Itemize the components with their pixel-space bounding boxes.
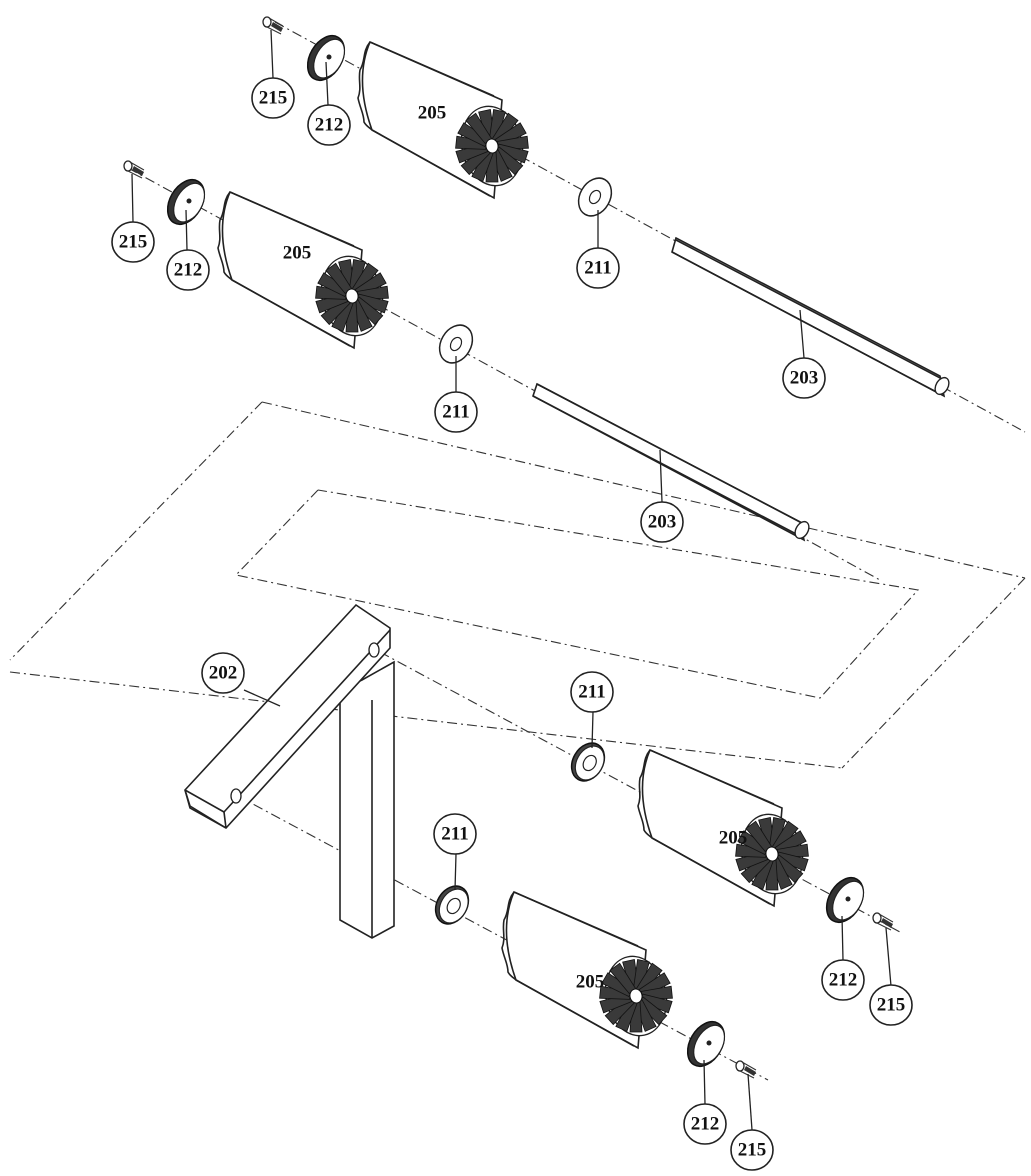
callout-205: 205 <box>719 828 748 849</box>
callout-205: 205 <box>418 103 447 124</box>
callout-211: 211 <box>434 391 478 433</box>
callout-label: 215 <box>877 995 906 1016</box>
callout-circle <box>683 1103 727 1145</box>
callout-label: 215 <box>259 88 288 109</box>
screw-215-top <box>262 16 284 35</box>
callout-212: 212 <box>166 249 210 291</box>
callout-215: 215 <box>111 221 155 263</box>
callout-label: 205 <box>719 828 748 849</box>
end-cap-212-top <box>299 28 353 88</box>
callout-label: 212 <box>691 1114 720 1135</box>
callout-212: 212 <box>307 104 351 146</box>
roller-205-second <box>218 192 396 348</box>
callout-label: 212 <box>315 115 344 136</box>
callout-label: 203 <box>790 368 819 389</box>
callout-211: 211 <box>433 813 477 855</box>
callout-circle <box>869 984 913 1026</box>
callout-label: 212 <box>829 970 858 991</box>
screw-215-lower <box>735 1060 757 1079</box>
callout-circle <box>434 391 478 433</box>
part-callouts: 215 212 205 211 203 215 212 205 211 203 202 211 205 2… <box>111 77 913 1171</box>
callout-label: 211 <box>578 682 605 703</box>
leader-lines <box>131 29 892 1131</box>
callout-label: 215 <box>119 232 148 253</box>
roller-205-top <box>358 42 536 198</box>
washer-211-lower <box>428 879 476 931</box>
end-cap-212-lower-right <box>818 870 872 930</box>
callout-203: 203 <box>782 357 826 399</box>
washer-211-lower-right <box>564 736 612 788</box>
callout-circle <box>821 959 865 1001</box>
callout-205: 205 <box>576 972 605 993</box>
callout-circle <box>201 652 245 694</box>
second-roller-assembly <box>123 160 810 542</box>
callout-212: 212 <box>683 1103 727 1145</box>
callout-circle <box>111 221 155 263</box>
callout-label: 212 <box>174 260 203 281</box>
callout-circle <box>640 501 684 543</box>
washer-211-top <box>571 171 619 223</box>
screw-215-lower-right <box>872 912 894 931</box>
callout-205: 205 <box>283 243 312 264</box>
callout-202: 202 <box>201 652 245 694</box>
callout-label: 211 <box>441 824 468 845</box>
callout-circle <box>730 1129 774 1171</box>
callout-label: 215 <box>738 1140 767 1161</box>
end-cap-212-lower <box>679 1014 733 1074</box>
callout-circle <box>166 249 210 291</box>
callout-label: 205 <box>576 972 605 993</box>
shaft-203-top <box>671 236 950 398</box>
callout-circle <box>570 671 614 713</box>
callout-label: 202 <box>209 663 238 684</box>
callout-label: 203 <box>648 512 677 533</box>
callout-label: 205 <box>418 103 447 124</box>
callout-215: 215 <box>251 77 295 119</box>
callout-215: 215 <box>869 984 913 1026</box>
callout-circle <box>782 357 826 399</box>
callout-circle <box>576 247 620 289</box>
roller-205-lower <box>502 892 680 1048</box>
callout-label: 211 <box>442 402 469 423</box>
callout-211: 211 <box>576 247 620 289</box>
callout-circle <box>433 813 477 855</box>
callout-215: 215 <box>730 1129 774 1171</box>
shaft-203-second <box>532 382 810 542</box>
callout-label: 205 <box>283 243 312 264</box>
callout-label: 211 <box>584 258 611 279</box>
callout-212: 212 <box>821 959 865 1001</box>
top-roller-assembly <box>262 16 950 398</box>
frame-202 <box>184 603 395 939</box>
callout-circle <box>251 77 295 119</box>
callout-211: 211 <box>570 671 614 713</box>
callout-circle <box>307 104 351 146</box>
callout-203: 203 <box>640 501 684 543</box>
